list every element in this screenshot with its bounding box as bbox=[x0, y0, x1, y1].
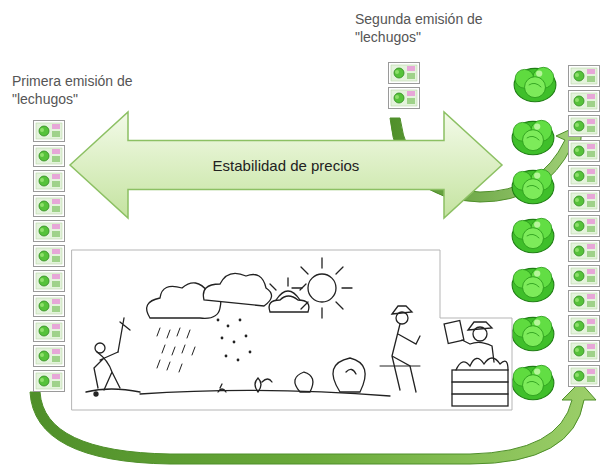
lettuce-icon bbox=[512, 169, 554, 204]
bill-icon bbox=[569, 241, 600, 262]
emission-heading: Segunda emisión de "lechugos" bbox=[355, 10, 485, 46]
double-arrow-band: Estabilidad de precios bbox=[70, 112, 502, 218]
lettuce-stack bbox=[512, 67, 556, 400]
bill-icon bbox=[569, 66, 600, 87]
bill-icon bbox=[389, 88, 420, 109]
lettuce-icon bbox=[512, 120, 554, 154]
bill-icon bbox=[569, 166, 600, 187]
bill-icon bbox=[569, 291, 600, 312]
bill-icon bbox=[34, 271, 65, 292]
lettuce-icon bbox=[512, 267, 554, 302]
bill-icon bbox=[34, 171, 65, 192]
bill-stack bbox=[569, 66, 600, 387]
bill-icon bbox=[569, 141, 600, 162]
bill-icon bbox=[569, 316, 600, 337]
band-label: Estabilidad de precios bbox=[213, 157, 360, 174]
bill-icon bbox=[34, 121, 65, 142]
bill-icon bbox=[569, 366, 600, 387]
bill-icon bbox=[569, 191, 600, 212]
bill-icon bbox=[569, 91, 600, 112]
bill-icon bbox=[569, 266, 600, 287]
bill-icon bbox=[34, 196, 65, 217]
bill-icon bbox=[389, 63, 420, 84]
bill-stack bbox=[389, 63, 420, 109]
bill-icon bbox=[34, 246, 65, 267]
bill-stack bbox=[34, 121, 65, 392]
lettuce-icon bbox=[512, 218, 554, 253]
lettuce-icon bbox=[512, 316, 554, 351]
bill-icon bbox=[34, 371, 65, 392]
lettuce-icon bbox=[512, 365, 554, 400]
double-arrow-outline bbox=[70, 112, 502, 218]
bill-icon bbox=[34, 146, 65, 167]
bill-icon bbox=[569, 216, 600, 237]
bill-icon bbox=[569, 341, 600, 362]
bill-icon bbox=[34, 296, 65, 317]
bill-icon bbox=[34, 221, 65, 242]
bill-icon bbox=[34, 346, 65, 367]
emission-heading: Primera emisión de "lechugos" bbox=[12, 72, 142, 108]
bill-icon bbox=[34, 321, 65, 342]
bill-icon bbox=[569, 116, 600, 137]
lettuce-icon bbox=[514, 67, 556, 102]
farming-illustration bbox=[72, 250, 512, 410]
